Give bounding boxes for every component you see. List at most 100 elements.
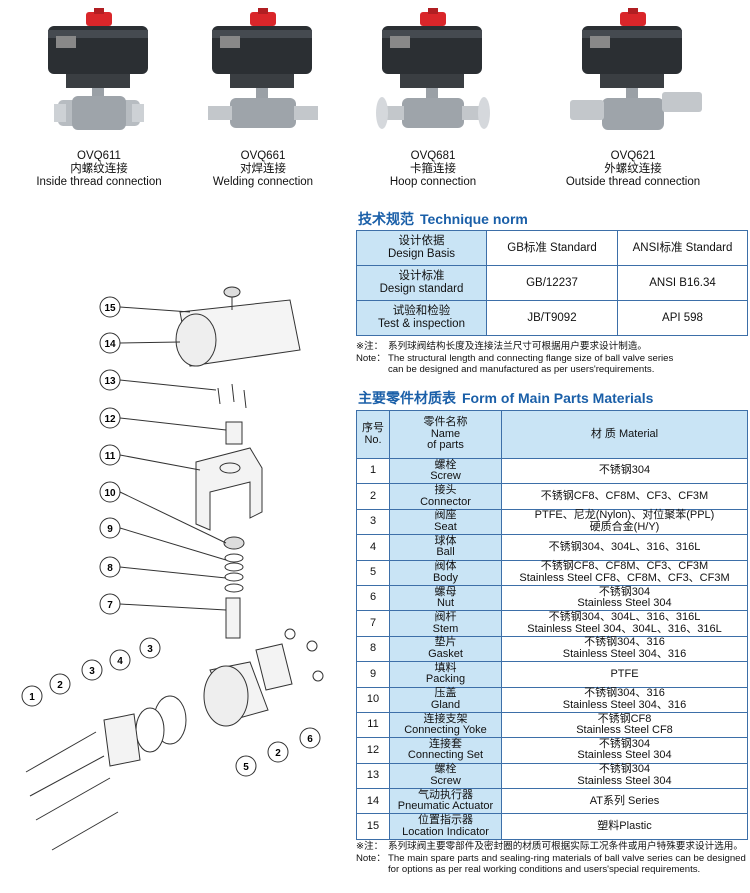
part-name-cn: 连接套 <box>429 737 462 750</box>
part-material: 塑料Plastic <box>501 813 748 840</box>
part-material: 不锈钢304 <box>501 457 748 485</box>
product-name-cn: 内螺纹连接 <box>70 163 128 175</box>
spec-ansi-value: ANSI B16.34 <box>617 265 748 301</box>
callout-2a <box>49 673 71 695</box>
part-name-cn: 接头 <box>434 484 457 497</box>
header-material: 材 质 Material <box>501 410 748 459</box>
material-line: Stainless Steel 304 <box>577 749 672 762</box>
callout-1 <box>21 685 43 707</box>
note-label: Note： <box>356 852 386 864</box>
part-name-en: Packing <box>425 673 466 686</box>
spec-label-cn: 设计标准 <box>398 270 445 282</box>
note-text-en: The main spare parts and sealing-ring ma… <box>388 852 746 864</box>
product-code: OVQ621 <box>610 150 656 162</box>
product-ovq621: OVQ621 外螺纹连接 Outside thread connection <box>548 0 718 200</box>
spec-basis-cn: 设计依据 <box>398 235 445 247</box>
part-material: 不锈钢304、304L、316、316L <box>501 534 748 561</box>
part-no: 9 <box>356 661 390 688</box>
callout-7 <box>99 593 121 615</box>
part-name-en: Gland <box>430 698 461 711</box>
part-name-en: Nut <box>436 597 455 610</box>
callout-label: 9 <box>107 524 113 535</box>
material-line: 不锈钢304、304L、316、316L <box>548 540 701 553</box>
title-cn: 主要零件材质表 <box>358 390 456 406</box>
part-no: 14 <box>356 788 390 815</box>
valve-actuator-image <box>570 8 702 130</box>
part-name-cn: 球体 <box>434 534 457 547</box>
material-line: 硬质合金(H/Y) <box>589 520 660 533</box>
part-no: 4 <box>356 534 390 561</box>
material-line: 不锈钢304、316 <box>584 687 665 700</box>
product-row: OVQ611 内螺纹连接 Inside thread connection OV… <box>0 0 750 200</box>
part-name-cn: 位置指示器 <box>418 814 473 827</box>
spec-row: 试验和检验 Test & inspection JB/T9092 API 598 <box>356 300 748 336</box>
product-code: OVQ661 <box>240 150 286 162</box>
parts-header-row: 序号 No. 零件名称 Name of parts 材 质 Material <box>356 410 748 459</box>
part-name-en: Gasket <box>428 647 463 660</box>
note-text-en: can be designed and manufactured as per … <box>388 364 655 375</box>
parts-materials-title: 主要零件材质表 Form of Main Parts Materials <box>358 388 653 408</box>
callout-label: 4 <box>117 656 123 667</box>
part-no: 3 <box>356 508 390 536</box>
part-no: 1 <box>356 457 390 485</box>
spec-basis-en: Design Basis <box>387 248 456 260</box>
part-name-en: Screw <box>430 774 461 787</box>
material-line: 不锈钢304 <box>598 737 651 750</box>
note-label: ※注： <box>356 341 384 352</box>
callout-label: 15 <box>104 303 116 314</box>
material-line: AT系列 Series <box>589 794 660 807</box>
note-text-en: The structural length and connecting fla… <box>388 352 674 364</box>
part-no: 11 <box>356 711 390 739</box>
product-name-en: Outside thread connection <box>565 176 701 188</box>
note-text-cn: 系列球阀结构长度及连接法兰尺寸可根据用户要求设计制造。 <box>388 341 648 352</box>
header-name-en: Name <box>430 427 461 440</box>
part-no: 2 <box>356 483 390 510</box>
spec-header-basis: 设计依据 Design Basis <box>356 230 487 266</box>
spec-gb-value: JB/T9092 <box>486 300 618 336</box>
part-name-en: Connector <box>420 495 471 508</box>
part-no: 8 <box>356 635 390 663</box>
spec-label-en: Test & inspection <box>378 318 465 330</box>
material-line: 不锈钢304 <box>598 585 651 598</box>
part-name-cn: 阀座 <box>434 509 457 522</box>
technique-note: ※注：系列球阀结构长度及连接法兰尺寸可根据用户要求设计制造。 Note：The … <box>356 341 750 376</box>
valve-actuator-image <box>48 8 148 130</box>
spec-header-gb: GB标准 Standard <box>486 230 618 266</box>
spec-label-en: Design standard <box>379 283 464 295</box>
part-material: 不锈钢CF8、CF8M、CF3、CF3M <box>501 483 748 510</box>
material-line: Stainless Steel 304、304L、316、316L <box>527 622 722 635</box>
part-name-en: Ball <box>436 546 455 559</box>
spec-header-ansi: ANSI标准 Standard <box>617 230 748 266</box>
callout-8 <box>99 556 121 578</box>
material-line: Stainless Steel 304 <box>577 774 672 787</box>
part-material: PTFE、尼龙(Nylon)、对位聚苯(PPL)硬质合金(H/Y) <box>501 508 748 536</box>
note-label: ※注： <box>356 841 384 852</box>
material-line: 不锈钢CF8、CF8M、CF3、CF3M <box>540 489 709 502</box>
part-name-en: Body <box>432 571 459 584</box>
part-name-cn: 螺栓 <box>434 458 457 471</box>
title-en: Form of Main Parts Materials <box>462 390 654 406</box>
callout-10 <box>99 481 121 503</box>
material-line: Stainless Steel 304 <box>577 597 672 610</box>
material-line: 不锈钢CF8 <box>597 712 652 725</box>
part-no: 15 <box>356 813 390 840</box>
product-code: OVQ681 <box>410 150 456 162</box>
material-line: 不锈钢304、316 <box>584 636 665 649</box>
part-name-en: Stem <box>432 622 459 635</box>
part-name-cn: 气动执行器 <box>418 788 473 801</box>
material-line: Stainless Steel 304、316 <box>562 647 687 660</box>
